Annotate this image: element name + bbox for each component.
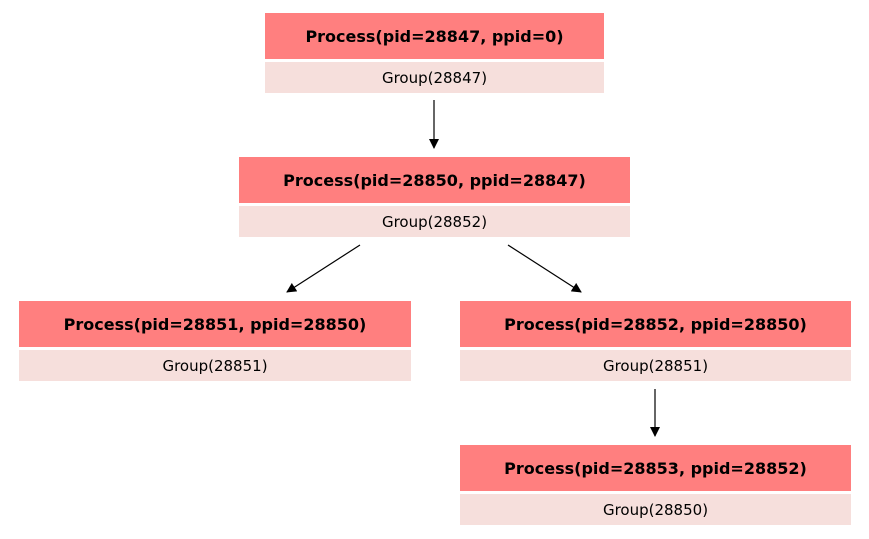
process-node-title: Process(pid=28847, ppid=0): [265, 13, 604, 59]
process-node-group: Group(28850): [460, 494, 851, 525]
process-node-title: Process(pid=28852, ppid=28850): [460, 301, 851, 347]
edge-mid-to-right: [507, 244, 582, 293]
node-divider: [19, 347, 411, 350]
process-node-28852: Process(pid=28852, ppid=28850) Group(288…: [460, 301, 851, 381]
process-node-group: Group(28847): [265, 62, 604, 93]
node-divider: [460, 347, 851, 350]
edge-mid-to-left: [286, 244, 361, 293]
node-divider: [265, 59, 604, 62]
process-node-title: Process(pid=28850, ppid=28847): [239, 157, 630, 203]
process-node-group: Group(28851): [460, 350, 851, 381]
process-node-28850: Process(pid=28850, ppid=28847) Group(288…: [239, 157, 630, 237]
node-divider: [239, 203, 630, 206]
node-divider: [460, 491, 851, 494]
process-node-group: Group(28851): [19, 350, 411, 381]
process-node-28847: Process(pid=28847, ppid=0) Group(28847): [265, 13, 604, 93]
process-node-28853: Process(pid=28853, ppid=28852) Group(288…: [460, 445, 851, 525]
process-node-title: Process(pid=28851, ppid=28850): [19, 301, 411, 347]
process-node-group: Group(28852): [239, 206, 630, 237]
process-node-title: Process(pid=28853, ppid=28852): [460, 445, 851, 491]
process-node-28851: Process(pid=28851, ppid=28850) Group(288…: [19, 301, 411, 381]
